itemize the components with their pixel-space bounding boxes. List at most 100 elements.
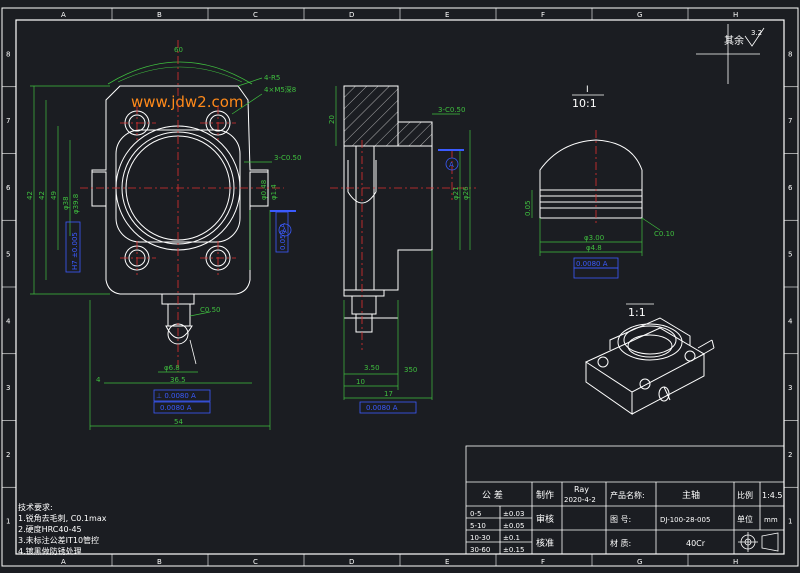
detail-scale: 10:1	[572, 97, 597, 110]
side-hatch-top	[343, 85, 399, 147]
side-dim-total-w: 17	[384, 390, 393, 398]
zone-row-left-8: 8	[6, 50, 10, 58]
zone-col-bottom-A: A	[61, 558, 66, 566]
tb-material-label: 材 质:	[610, 538, 631, 548]
detail-dia-a: φ3.00	[584, 234, 604, 242]
side-datum: A	[449, 161, 454, 169]
dim-height-c: 49	[50, 191, 58, 200]
tb-tol-range-1: 0-5	[470, 510, 481, 518]
tech-note-1: 1.锐角去毛刺, C0.1max	[18, 513, 107, 523]
tech-note-3: 3.未标注公差IT10管控	[18, 535, 99, 545]
detail-collar	[539, 189, 643, 209]
tb-tol-value-2: ±0.05	[503, 522, 524, 530]
side-dim-width-bottom: 350	[404, 366, 417, 374]
side-dim-dia-b: φ26	[462, 186, 470, 200]
zone-row-right-4: 4	[788, 317, 793, 325]
side-hatch-step	[397, 121, 433, 147]
side-tolerance: 0.0080 A A	[359, 149, 464, 414]
dim-left-small: 4	[96, 376, 101, 384]
dim-corner: 4-R5	[264, 74, 280, 82]
tb-tolerance-header: 公 差	[482, 489, 503, 501]
detail-base	[539, 207, 643, 219]
side-dim-dia-a: φ21	[452, 186, 460, 200]
zone-col-bottom-F: F	[541, 558, 545, 566]
tb-scale-value: 1:4.5	[762, 491, 783, 500]
detail-tol: 0.0080 A	[576, 260, 608, 268]
zone-row-left-1: 1	[6, 518, 10, 526]
side-dim-lines	[335, 86, 471, 400]
side-hole-arc	[347, 191, 377, 204]
tol-front-1: H7 ±0.005	[71, 232, 79, 270]
detail-dome	[539, 139, 643, 191]
zone-row-right-6: 6	[788, 184, 793, 192]
zone-row-left-2: 2	[6, 451, 10, 459]
tol-front-2: ⊥ 0.0080 A	[156, 392, 196, 400]
datum-front: A	[282, 227, 287, 235]
tb-tol-value-3: ±0.1	[503, 534, 520, 542]
projection-symbol-icon	[738, 532, 779, 552]
zone-col-top-G: G	[637, 11, 642, 19]
iso-scale: 1:1	[628, 306, 646, 319]
tb-product-value: 主轴	[682, 489, 700, 501]
zone-row-left-7: 7	[6, 117, 10, 125]
dim-chamfer-in: 3-C0.50	[274, 154, 301, 162]
zone-row-left-5: 5	[6, 251, 10, 259]
front-dim-lines	[30, 77, 272, 430]
zone-col-top-B: B	[157, 11, 162, 19]
front-centerlines	[80, 40, 284, 372]
zone-row-left-4: 4	[6, 317, 11, 325]
zone-col-bottom-B: B	[157, 558, 162, 566]
tb-made-by-label: 制作	[536, 489, 554, 501]
zone-col-bottom-D: D	[349, 558, 354, 566]
zone-col-top-F: F	[541, 11, 545, 19]
dim-top-width: 60	[174, 46, 183, 54]
side-dim-base-w: 10	[356, 378, 365, 386]
side-view	[343, 85, 433, 333]
right-boss	[249, 171, 269, 207]
dim-thread: 4×M5深8	[264, 85, 296, 94]
side-dim-height-top: 20	[328, 115, 336, 124]
zone-col-bottom-H: H	[733, 558, 738, 566]
iso-boss	[609, 317, 691, 350]
iso-bore	[617, 323, 683, 361]
dim-dia-n: φ1.4	[270, 184, 278, 200]
tech-note-4: 4.镀黑做防锈处理	[18, 546, 82, 556]
zone-row-right-1: 1	[788, 518, 792, 526]
detail-label: I	[586, 85, 589, 95]
tb-material-value: 40Cr	[686, 539, 706, 548]
watermark-text: www.jdw2.com	[131, 93, 244, 111]
front-tolerance-frames: H7 ±0.005 ⊥ 0.0080 A 0.0080 A 0.050 A A	[65, 210, 296, 414]
zone-col-top-H: H	[733, 11, 738, 19]
iso-view: 1:1	[584, 303, 715, 415]
tb-date: 2020-4-2	[564, 496, 596, 504]
iso-side-pin	[697, 339, 715, 357]
tech-note-2: 2.硬度HRC40-45	[18, 524, 82, 534]
zone-row-right-3: 3	[788, 384, 792, 392]
dim-dia-b: φ39.8	[72, 194, 80, 214]
tb-tol-value-1: ±0.03	[503, 510, 524, 518]
side-centerlines	[330, 140, 476, 350]
title-block	[465, 445, 785, 555]
dim-bottom-chamfer: C0.50	[200, 306, 220, 314]
roughness-symbol: 其余 3.2	[696, 24, 765, 84]
front-body-outline	[91, 85, 269, 295]
dim-height-a: 42	[26, 191, 34, 200]
side-dim-text: 3-C0.50 20 φ21 φ26 3.50 10 17 350	[328, 106, 470, 398]
side-dim-thin: 3.50	[364, 364, 380, 372]
tb-tol-value-4: ±0.15	[503, 546, 524, 554]
zone-row-right-5: 5	[788, 251, 792, 259]
tol-front-4: 0.050 A	[279, 223, 287, 250]
zone-col-top-E: E	[445, 11, 449, 19]
zone-col-top-D: D	[349, 11, 354, 19]
tb-tol-range-4: 30-60	[470, 546, 490, 554]
left-boss	[91, 171, 107, 207]
roughness-value: 3.2	[751, 29, 762, 37]
tech-notes: 技术要求: 1.锐角去毛刺, C0.1max 2.硬度HRC40-45 3.未标…	[18, 502, 107, 556]
side-dim-chamfer: 3-C0.50	[438, 106, 465, 114]
top-arc-dim	[107, 61, 253, 85]
detail-dia-b: φ4.8	[586, 244, 602, 252]
tb-unit-label: 单位	[737, 514, 753, 524]
tol-front-3: 0.0080 A	[160, 404, 192, 412]
